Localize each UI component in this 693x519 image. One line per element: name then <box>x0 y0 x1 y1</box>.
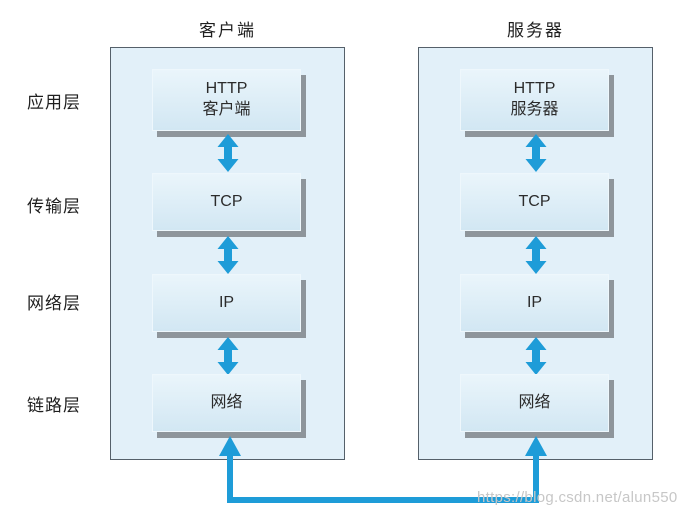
server-stack: HTTP 服务器 TCP IP 网络 <box>418 47 653 460</box>
client-network-box: 网络 <box>152 374 301 432</box>
client-tcp-box-label: TCP <box>210 192 243 210</box>
server-http-box: HTTP 服务器 <box>460 69 609 131</box>
watermark-url: https://blog.csdn.net/alun550 <box>477 489 678 506</box>
layer-label-application: 应用层 <box>27 93 81 112</box>
client-http-box-label-line1: HTTP <box>205 80 248 98</box>
client-tcp-box: TCP <box>152 173 301 231</box>
double-arrow-icon <box>525 337 547 375</box>
client-http-box-label-line2: 客户端 <box>202 101 251 118</box>
layer-label-network: 网络层 <box>27 294 81 313</box>
client-ip-box-label: IP <box>218 293 235 311</box>
server-network-box-label: 网络 <box>518 393 551 411</box>
server-stack-title: 服务器 <box>507 21 564 40</box>
layer-label-transport: 传输层 <box>27 197 81 216</box>
server-ip-box-label: IP <box>526 293 543 311</box>
double-arrow-icon <box>525 236 547 274</box>
server-tcp-box-label: TCP <box>518 192 551 210</box>
client-stack-title: 客户端 <box>199 21 256 40</box>
double-arrow-icon <box>217 236 239 274</box>
client-http-box: HTTP 客户端 <box>152 69 301 131</box>
server-http-box-label-line2: 服务器 <box>510 101 559 118</box>
server-network-box: 网络 <box>460 374 609 432</box>
layer-label-link: 链路层 <box>27 396 81 415</box>
double-arrow-icon <box>525 134 547 172</box>
server-tcp-box: TCP <box>460 173 609 231</box>
server-http-box-label-line1: HTTP <box>513 80 556 98</box>
double-arrow-icon <box>217 337 239 375</box>
double-arrow-icon <box>217 134 239 172</box>
client-stack: HTTP 客户端 TCP IP 网络 <box>110 47 345 460</box>
server-ip-box: IP <box>460 274 609 332</box>
client-ip-box: IP <box>152 274 301 332</box>
client-network-box-label: 网络 <box>210 393 243 411</box>
